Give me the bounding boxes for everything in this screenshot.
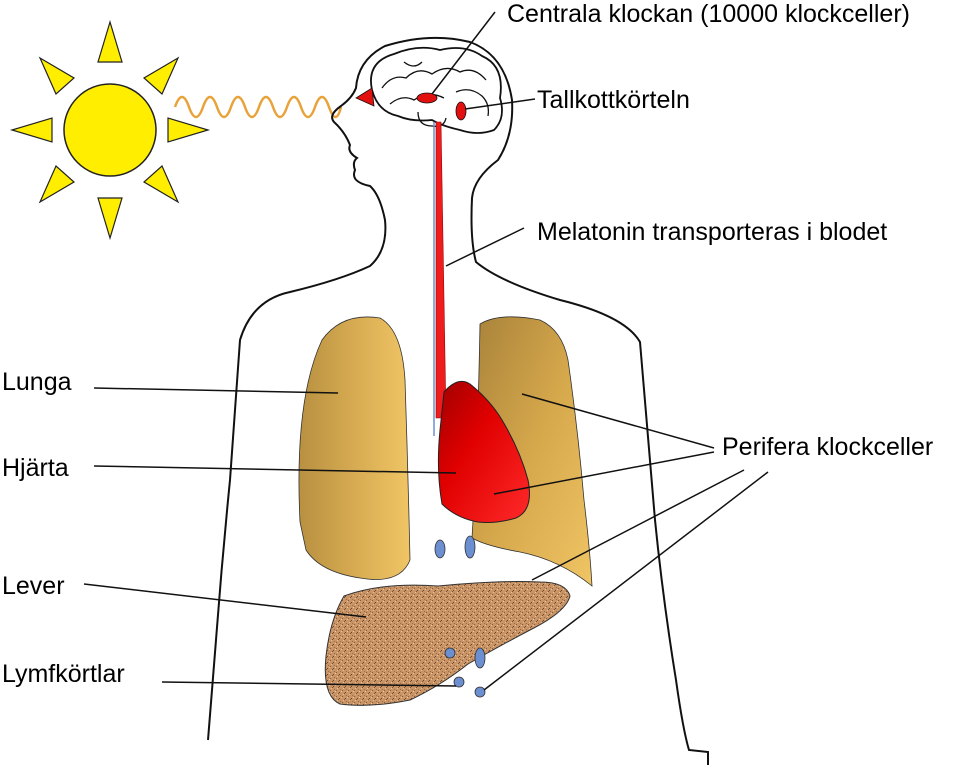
lymph-node	[444, 647, 456, 659]
leader-pineal	[464, 98, 536, 110]
blood-vessel	[435, 121, 447, 419]
leader-central-clock	[431, 11, 496, 95]
central-clock-marker	[416, 92, 438, 104]
lymph-node	[434, 539, 446, 559]
heart	[437, 380, 530, 523]
liver	[324, 581, 571, 706]
leader-lymph	[161, 681, 457, 687]
label-liver: Lever	[2, 572, 65, 600]
label-pineal-gland: Tallkottkörteln	[537, 86, 690, 114]
eye-marker	[355, 87, 375, 107]
brain-folds	[381, 61, 490, 117]
body-outline	[207, 36, 709, 765]
leader-melatonin	[445, 227, 525, 267]
leader-heart	[93, 465, 457, 474]
label-peripheral-clocks: Perifera klockceller	[722, 433, 934, 461]
lymph-nodes	[434, 535, 486, 698]
left-lung	[298, 316, 411, 580]
pineal-gland-marker	[455, 101, 467, 121]
label-lymph-nodes: Lymfkörtlar	[2, 660, 125, 688]
leader-peripheral-liver	[531, 469, 745, 581]
leader-peripheral-lymph	[483, 471, 769, 691]
label-melatonin: Melatonin transporteras i blodet	[537, 218, 888, 246]
label-lung: Lunga	[2, 368, 72, 396]
cerebellum	[417, 111, 447, 127]
leader-liver	[83, 583, 367, 618]
label-central-clock: Centrala klockan (10000 klockceller)	[507, 0, 910, 28]
leader-peripheral-heart	[493, 451, 715, 495]
sun-icon	[9, 19, 211, 241]
label-heart: Hjärta	[2, 454, 69, 482]
light-wave	[173, 95, 343, 119]
lymph-node	[453, 676, 465, 688]
leader-peripheral-lung	[521, 393, 715, 449]
lymph-node	[474, 686, 486, 698]
leader-lung	[93, 387, 339, 394]
brain-outline	[370, 46, 503, 134]
lymph-node	[464, 535, 476, 559]
lymph-node	[474, 647, 486, 669]
